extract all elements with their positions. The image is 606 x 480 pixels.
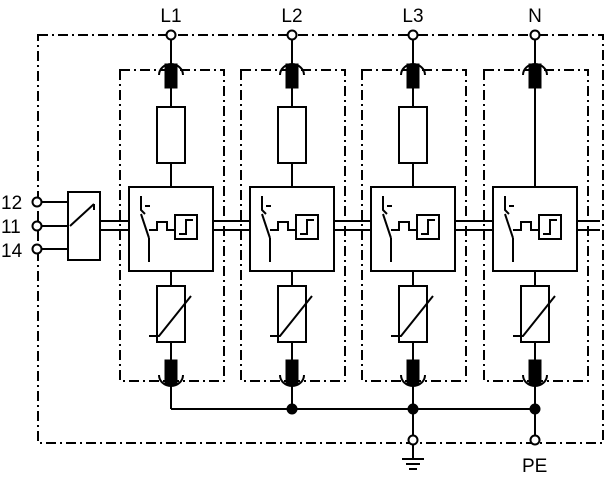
status-indicator (416, 214, 440, 240)
fuse (277, 106, 307, 164)
pe-bus: PE (171, 403, 547, 477)
contact-box (67, 191, 101, 261)
line-terminal (165, 29, 177, 41)
terminal-label: N (528, 6, 542, 27)
pe-label: PE (522, 456, 547, 477)
varistor-mark (149, 295, 192, 337)
terminal-label: L2 (281, 6, 302, 27)
housing-outline (37, 34, 604, 444)
pe-terminal (529, 434, 541, 446)
fuse (156, 106, 186, 164)
module-l1: L1 (119, 6, 225, 409)
varistor (277, 285, 307, 343)
module-l3: L3 (361, 6, 467, 409)
terminal-label: L1 (160, 6, 181, 27)
contact-terminal-14: 14 (1, 241, 68, 262)
disconnector-switch (382, 196, 388, 215)
thermal-element (149, 221, 175, 231)
varistor-mark (270, 295, 313, 337)
contact-label-12: 12 (1, 193, 22, 214)
contact-terminal-12: 12 (1, 193, 68, 214)
thermal-element (391, 221, 417, 231)
earth-ground-icon (402, 445, 424, 470)
status-indicator (295, 214, 319, 240)
status-indicator (538, 214, 562, 240)
line-terminal (529, 29, 541, 41)
line-terminal (286, 29, 298, 41)
status-indicator (174, 214, 198, 240)
thermal-element (513, 221, 539, 231)
thermal-disconnector (249, 186, 335, 272)
disconnector-switch (261, 196, 267, 215)
contact-label-11: 11 (1, 217, 21, 238)
varistor-mark (391, 295, 434, 337)
thermal-element (270, 221, 296, 231)
fuse (398, 106, 428, 164)
earth-terminal (407, 434, 419, 446)
disconnector-switch (140, 196, 146, 215)
module-l2: L2 (240, 6, 346, 409)
line-terminal (407, 29, 419, 41)
disconnector-switch (504, 196, 510, 215)
contact-switch-blade (69, 203, 95, 227)
module-n: N (483, 6, 589, 409)
contact-label-14: 14 (1, 241, 23, 262)
protection-modules: L1 L2 L3 N (119, 6, 589, 409)
varistor-mark (513, 295, 556, 337)
contact-terminal-11: 11 (1, 217, 68, 238)
terminal-label: L3 (402, 6, 423, 27)
